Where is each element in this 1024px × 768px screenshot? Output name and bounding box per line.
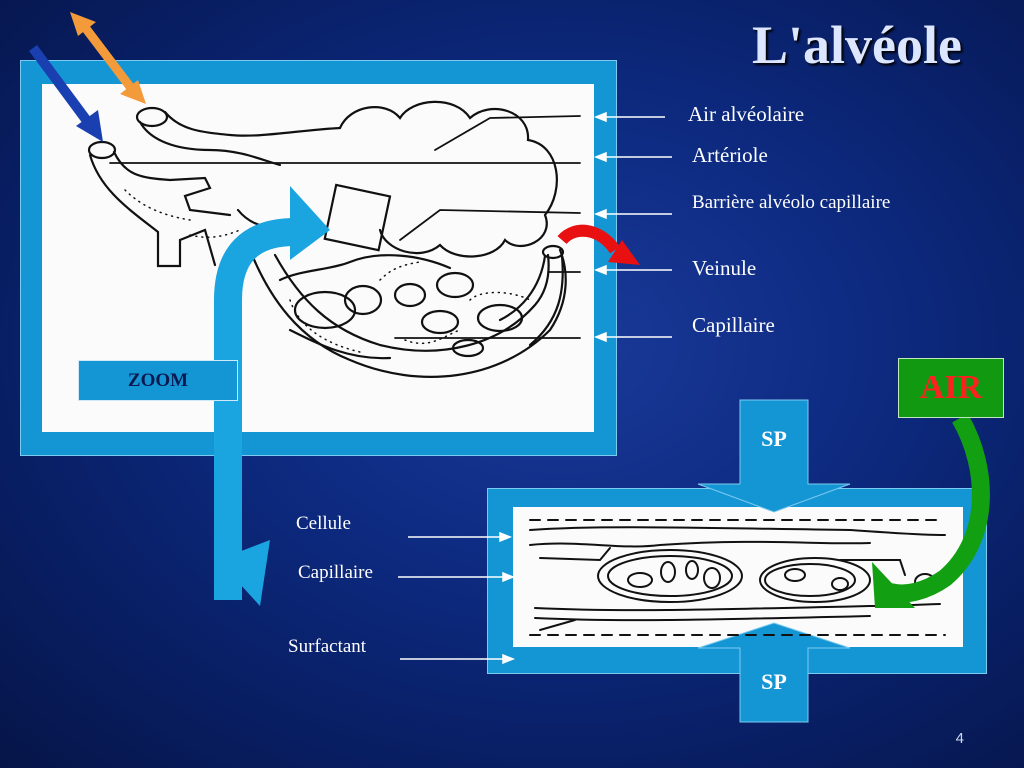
capillary-lumen [293,290,357,330]
sp-label-top: SP [761,426,787,451]
alveole-sketch [87,100,581,378]
capillary-cross-section [597,549,743,603]
red-outflow-arrow [557,224,640,265]
label-capillaire-bottom: Capillaire [298,562,373,583]
sp-arrow-up [697,622,851,723]
page-number: 4 [955,730,964,747]
label-arteriole: Artériole [692,143,768,167]
air-label-box: AIR [898,358,1004,418]
sp-arrows [697,399,851,723]
label-capillaire-top: Capillaire [692,313,775,337]
veinule-opening [541,244,565,260]
label-air-alveolaire: Air alvéolaire [688,102,805,126]
label-surfactant: Surfactant [288,636,367,657]
green-air-arrow [872,413,990,608]
zoom-sketch-area [513,507,963,647]
sp-arrow-down [697,399,851,513]
orange-double-arrow [70,12,146,104]
label-veinule: Veinule [692,256,757,280]
label-connectors [398,111,672,665]
zoom-label-box: ZOOM [78,360,238,401]
capillary-cross-section-2 [759,557,871,603]
blue-inflow-arrow [28,45,103,142]
label-cellule: Cellule [296,513,351,534]
label-barriere: Barrière alvéolo capillaire [692,192,891,213]
slide-title: L'alvéole [752,15,962,75]
bronchiole-opening-right [135,106,169,128]
zoom-sketch [529,519,946,636]
zoom-arrow [214,186,330,606]
bronchiole-wall [88,153,217,268]
zoom-region-marker [323,183,392,252]
bronchiole-opening-left [87,140,117,160]
sp-label-bottom: SP [761,669,787,694]
